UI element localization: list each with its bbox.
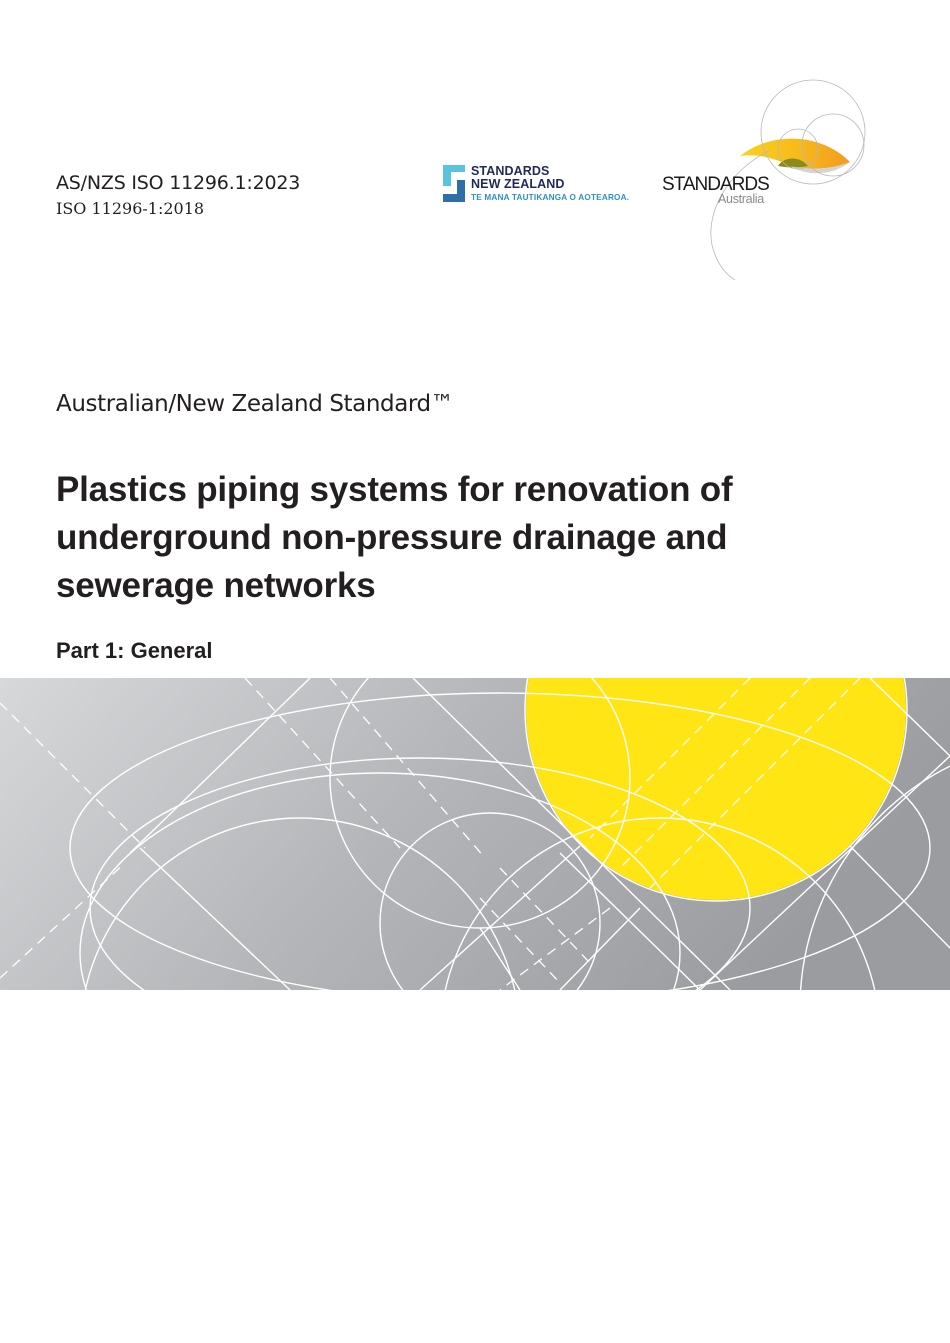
title-line-1: Plastics piping systems for renovation o… <box>56 470 733 509</box>
title-line-2: underground non-pressure drainage and <box>56 518 728 557</box>
part-label: Part 1: General <box>56 638 213 663</box>
cover-graphic-band <box>0 678 950 990</box>
standards-australia-swoosh-icon <box>710 79 866 281</box>
document-title: Plastics piping systems for renovation o… <box>56 466 876 610</box>
geometric-circles-graphic <box>0 678 950 990</box>
standards-australia-word: STANDARDS <box>662 174 770 195</box>
standards-australia-logo: STANDARDS Australia <box>650 70 880 290</box>
title-line-3: sewerage networks <box>56 566 376 605</box>
standards-nz-tagline: TE MANA TAUTIKANGA O AOTEAROA. <box>471 193 630 202</box>
document-designation: AS/NZS ISO 11296.1:2023 <box>56 172 301 194</box>
standards-australia-country: Australia <box>718 192 764 206</box>
standards-nz-line2: NEW ZEALAND <box>471 177 565 191</box>
standards-new-zealand-logo: STANDARDS NEW ZEALAND TE MANA TAUTIKANGA… <box>443 164 629 205</box>
standards-nz-line1: STANDARDS <box>471 164 550 178</box>
standard-type-label: Australian/New Zealand Standard™ <box>56 391 454 417</box>
standards-nz-mark-icon <box>443 165 465 202</box>
iso-designation: ISO 11296-1:2018 <box>56 199 205 218</box>
